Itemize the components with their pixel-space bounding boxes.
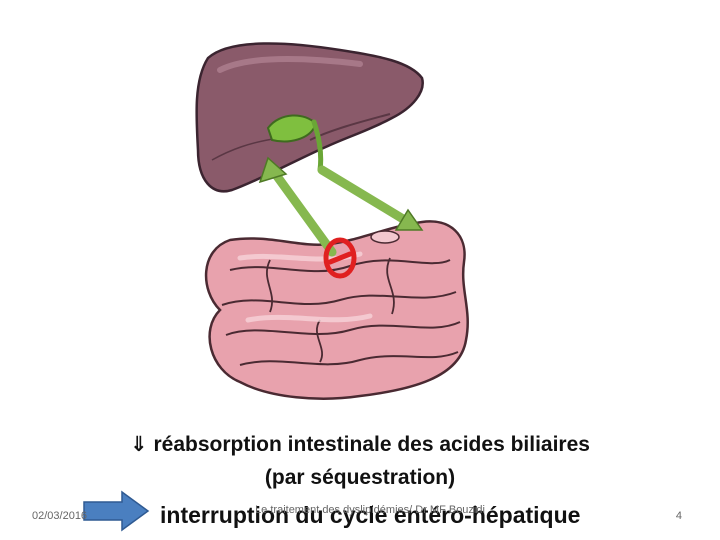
right-arrow-icon bbox=[83, 490, 150, 532]
reabsorption-text: réabsorption intestinale des acides bili… bbox=[153, 433, 590, 456]
down-arrow-icon: ⇓ bbox=[130, 433, 148, 456]
reabsorption-line: ⇓ réabsorption intestinale des acides bi… bbox=[0, 432, 720, 457]
block-icon bbox=[323, 237, 357, 279]
footer-title: Le traitement des dyslipidémies/ Dr MF B… bbox=[255, 504, 485, 516]
page-number: 4 bbox=[675, 510, 682, 522]
small-intestine bbox=[204, 220, 469, 400]
arrow-icon bbox=[317, 165, 424, 231]
sequestration-text: (par séquestration) bbox=[264, 466, 456, 489]
liver-intestine-illustration bbox=[195, 42, 469, 400]
footer-date: 02/03/2016 bbox=[32, 510, 88, 522]
liver bbox=[195, 42, 424, 193]
interruption-text: interruption du cycle entéro-hépatique bbox=[160, 502, 581, 528]
arrow-icon bbox=[258, 156, 337, 257]
